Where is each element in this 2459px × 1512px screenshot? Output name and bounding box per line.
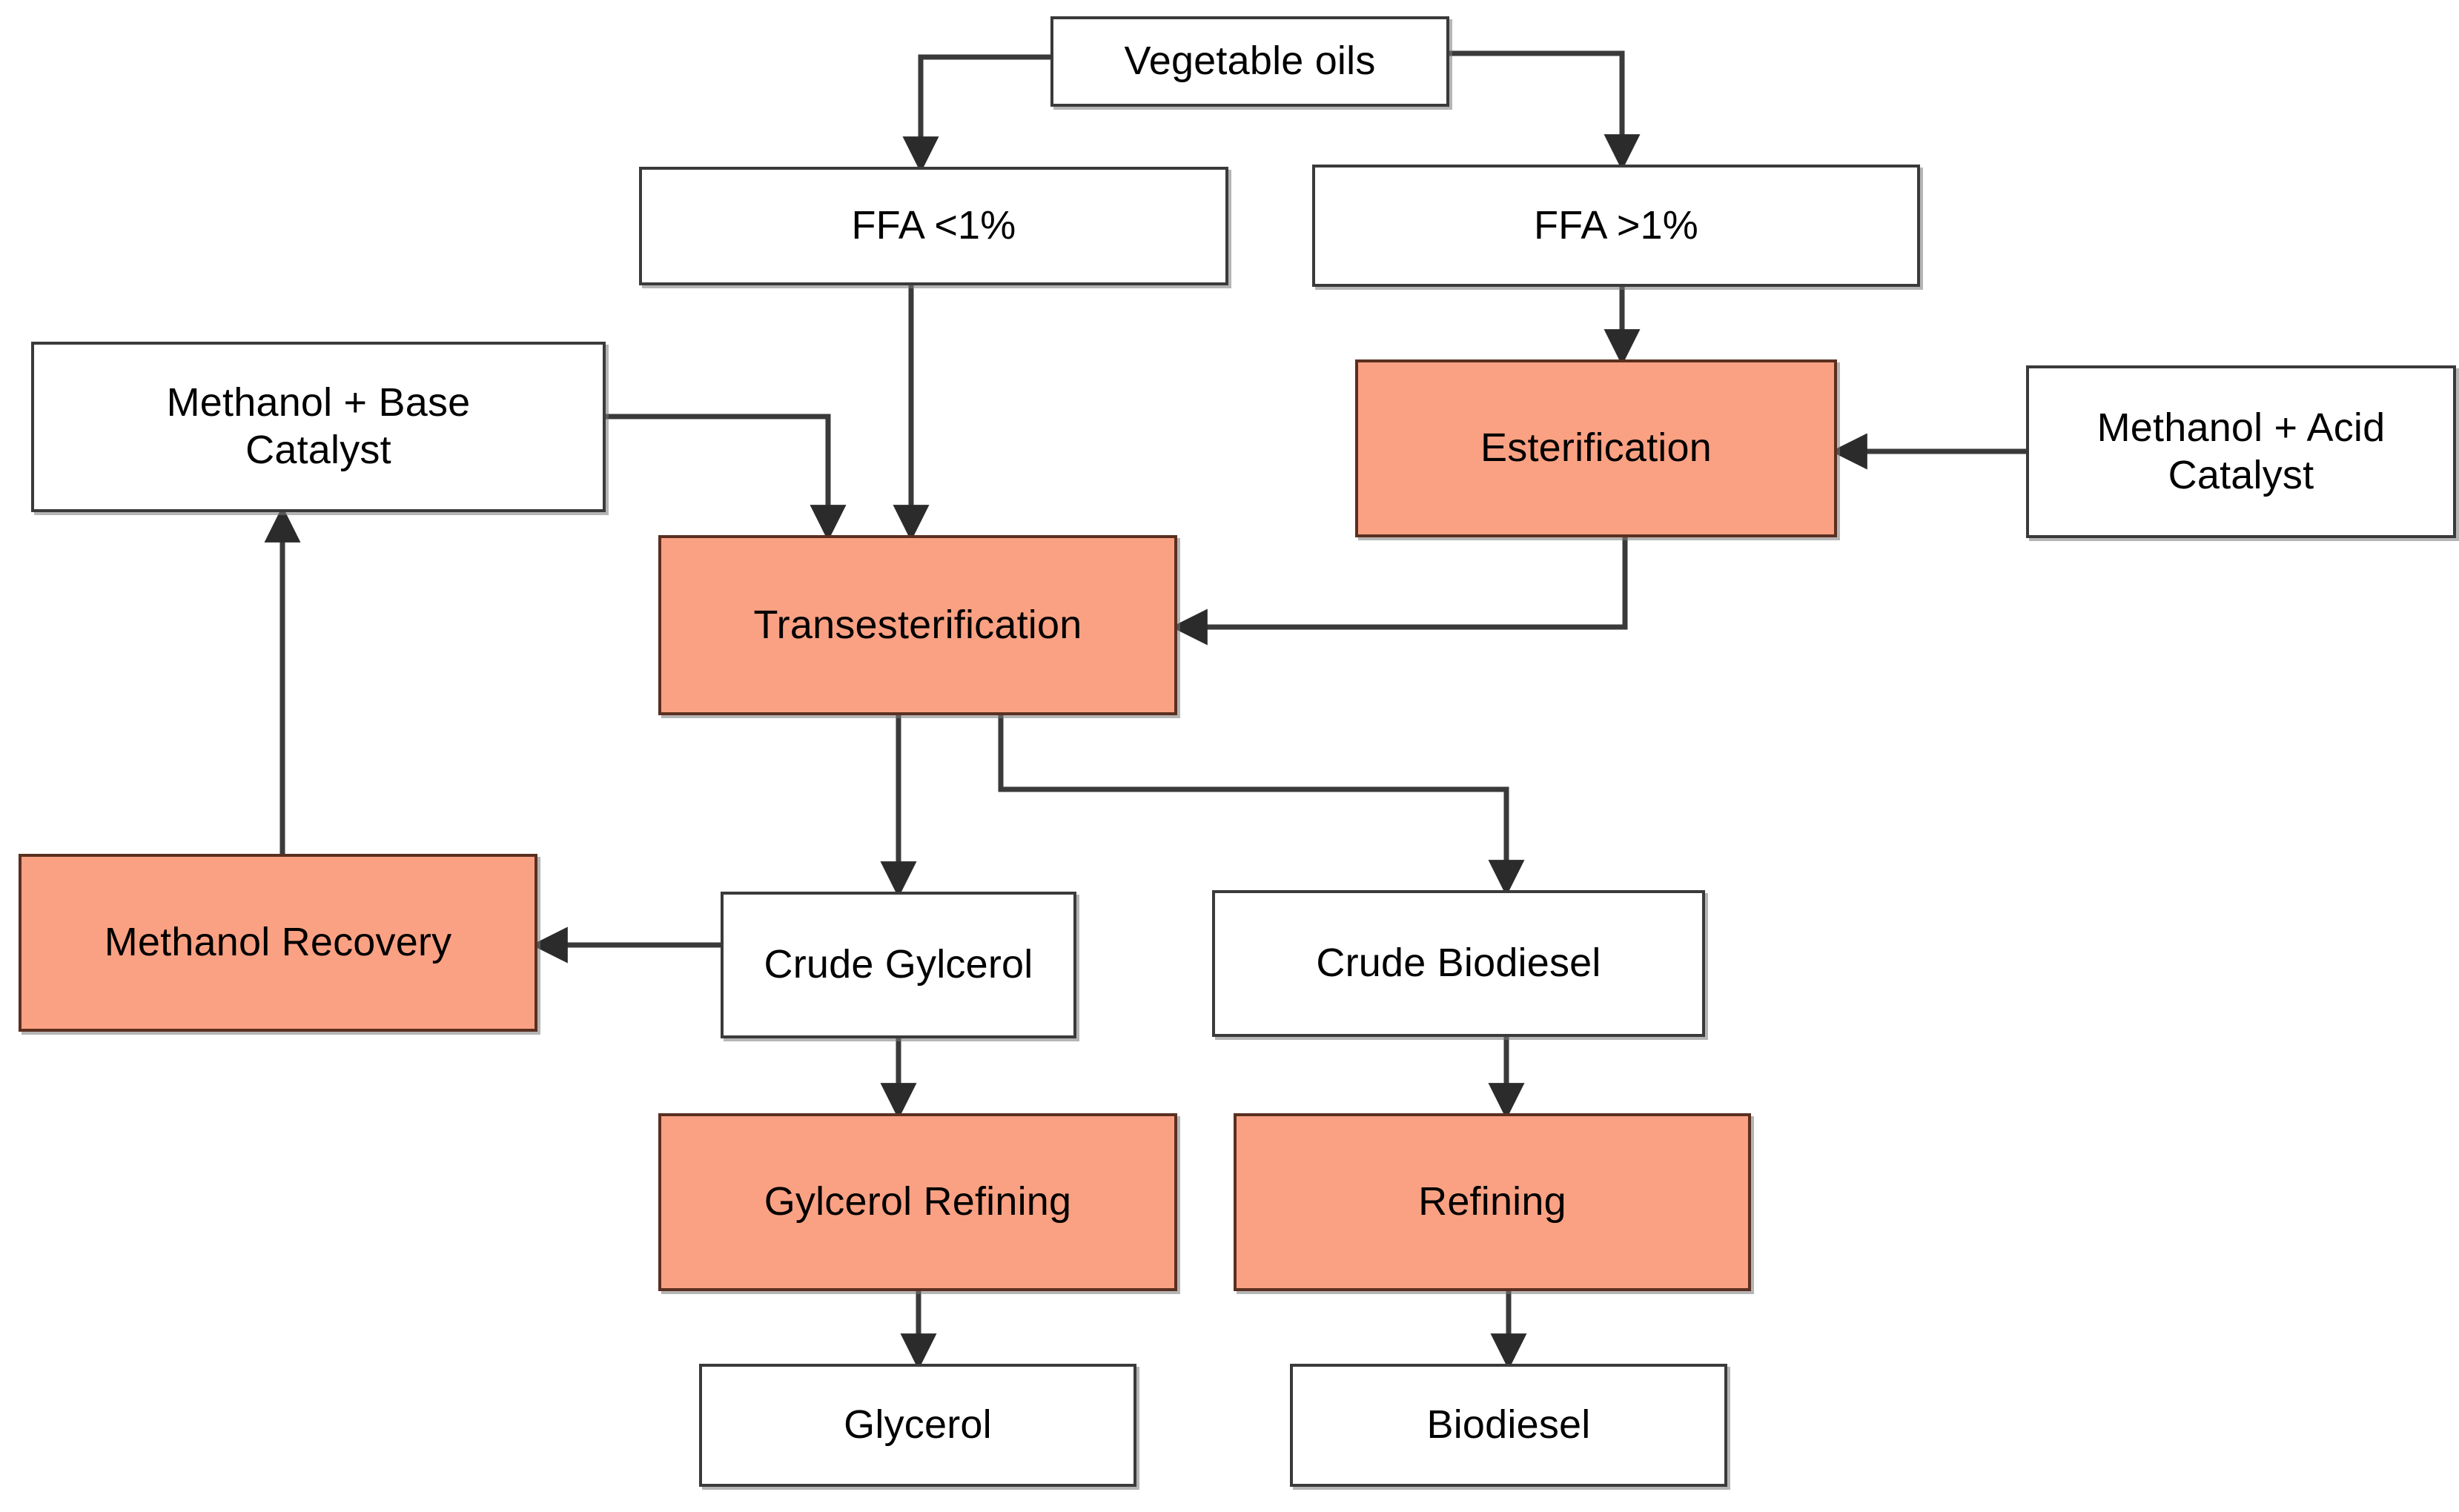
node-crude-biodiesel[interactable]: Crude Biodiesel xyxy=(1212,890,1705,1037)
node-biodiesel[interactable]: Biodiesel xyxy=(1290,1364,1727,1487)
node-esterification[interactable]: Esterification xyxy=(1355,359,1837,537)
node-label: Esterification xyxy=(1480,425,1712,471)
node-label: Refining xyxy=(1418,1179,1566,1224)
node-label: Vegetable oils xyxy=(1124,39,1376,84)
node-label: Methanol + Acid Catalyst xyxy=(2096,405,2386,497)
edge-methanolbase-transesterification xyxy=(606,414,847,542)
node-methanol-recovery[interactable]: Methanol Recovery xyxy=(19,854,537,1032)
node-label: Crude Gylcerol xyxy=(764,942,1033,987)
node-transesterification[interactable]: Transesterification xyxy=(658,535,1177,715)
node-glycerol[interactable]: Glycerol xyxy=(699,1364,1136,1487)
node-refining[interactable]: Refining xyxy=(1234,1113,1751,1291)
node-label: FFA <1% xyxy=(851,203,1016,248)
node-methanol-acid-catalyst[interactable]: Methanol + Acid Catalyst xyxy=(2026,365,2456,538)
node-methanol-base-catalyst[interactable]: Methanol + Base Catalyst xyxy=(31,342,606,512)
node-label: Methanol Recovery xyxy=(104,920,452,965)
node-label: Transesterification xyxy=(753,602,1082,647)
node-label: Biodiesel xyxy=(1426,1402,1591,1448)
edge-transesterification-crudebiodiesel xyxy=(998,715,1525,897)
node-ffa-low[interactable]: FFA <1% xyxy=(639,167,1228,285)
edge-vegetableoils-ffahigh xyxy=(1449,50,1641,171)
node-label: Crude Biodiesel xyxy=(1316,941,1601,986)
node-label: Methanol + Base Catalyst xyxy=(166,380,471,472)
node-glycerol-refining[interactable]: Gylcerol Refining xyxy=(658,1113,1177,1291)
node-ffa-high[interactable]: FFA >1% xyxy=(1312,165,1920,287)
node-label: Glycerol xyxy=(844,1402,992,1448)
node-crude-glycerol[interactable]: Crude Gylcerol xyxy=(721,892,1076,1038)
edge-esterification-transesterification xyxy=(1171,537,1628,646)
node-vegetable-oils[interactable]: Vegetable oils xyxy=(1050,16,1449,107)
edge-vegetableoils-ffalow xyxy=(902,54,1050,173)
node-label: FFA >1% xyxy=(1533,202,1698,248)
node-label: Gylcerol Refining xyxy=(764,1179,1072,1224)
